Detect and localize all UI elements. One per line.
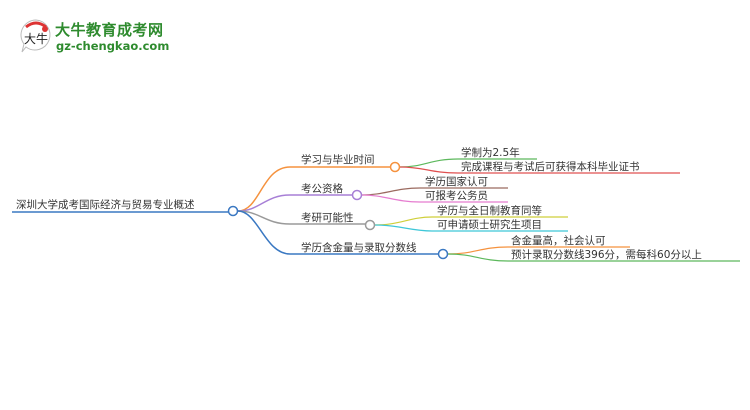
leaf-nationally-recognized[interactable]: 学历国家认可 bbox=[425, 176, 488, 188]
leaf-graduation-certificate[interactable]: 完成课程与考试后可获得本科毕业证书 bbox=[461, 161, 640, 173]
branch-postgraduate[interactable]: 考研可能性 bbox=[301, 212, 354, 224]
leaf-equivalent-fulltime[interactable]: 学历与全日制教育同等 bbox=[437, 205, 542, 217]
logo-title: 大牛教育成考网 bbox=[55, 21, 164, 39]
logo-mark-icon: 大牛 bbox=[20, 19, 51, 53]
leaf-civil-service-eligible[interactable]: 可报考公务员 bbox=[425, 190, 488, 202]
branch-value-admission[interactable]: 学历含金量与录取分数线 bbox=[301, 242, 417, 254]
site-logo[interactable]: 大牛 大牛教育成考网 gz-chengkao.com bbox=[18, 17, 178, 57]
leaf-admission-score[interactable]: 预计录取分数线396分，需每科60分以上 bbox=[511, 249, 702, 261]
leaf-apply-masters[interactable]: 可申请硕士研究生项目 bbox=[437, 219, 542, 231]
logo-url: gz-chengkao.com bbox=[56, 39, 170, 53]
leaf-study-duration[interactable]: 学制为2.5年 bbox=[461, 147, 520, 159]
branch-civil-service[interactable]: 考公资格 bbox=[301, 183, 343, 195]
svg-text:大牛: 大牛 bbox=[24, 31, 48, 46]
root-node[interactable]: 深圳大学成考国际经济与贸易专业概述 bbox=[16, 199, 195, 211]
branch-study-graduation[interactable]: 学习与毕业时间 bbox=[301, 154, 375, 166]
leaf-high-value[interactable]: 含金量高，社会认可 bbox=[511, 235, 606, 247]
